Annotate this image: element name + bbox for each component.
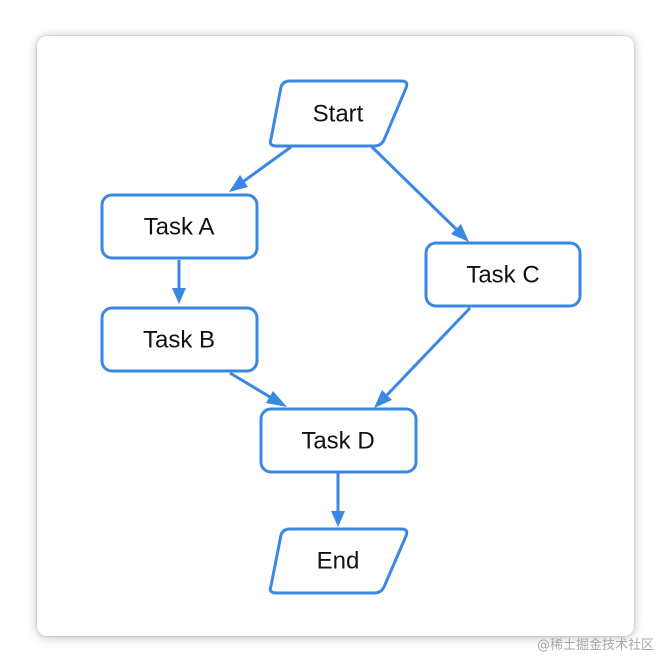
edges <box>172 145 472 527</box>
edge-task-d-to-end <box>331 473 345 527</box>
node-task-c: Task C <box>424 241 582 308</box>
node-task-d-label: Task D <box>301 428 374 455</box>
node-task-a: Task A <box>100 193 259 260</box>
watermark-text: @稀土掘金技术社区 <box>536 638 654 653</box>
edge-task-c-to-task-d <box>374 306 472 408</box>
edge-start-to-task-a <box>229 145 292 192</box>
node-end-label: End <box>317 548 360 575</box>
node-task-b-label: Task B <box>143 327 215 354</box>
edge-start-to-task-c <box>370 145 469 242</box>
node-task-d: Task D <box>259 407 418 474</box>
edge-task-b-to-task-d <box>229 371 287 407</box>
node-task-b: Task B <box>100 306 259 373</box>
node-start-label: Start <box>313 101 364 128</box>
edge-task-a-to-task-b <box>172 260 186 304</box>
node-start: Start <box>268 79 409 148</box>
node-task-a-label: Task A <box>144 214 215 241</box>
node-end: End <box>268 527 409 595</box>
node-task-c-label: Task C <box>466 262 539 289</box>
